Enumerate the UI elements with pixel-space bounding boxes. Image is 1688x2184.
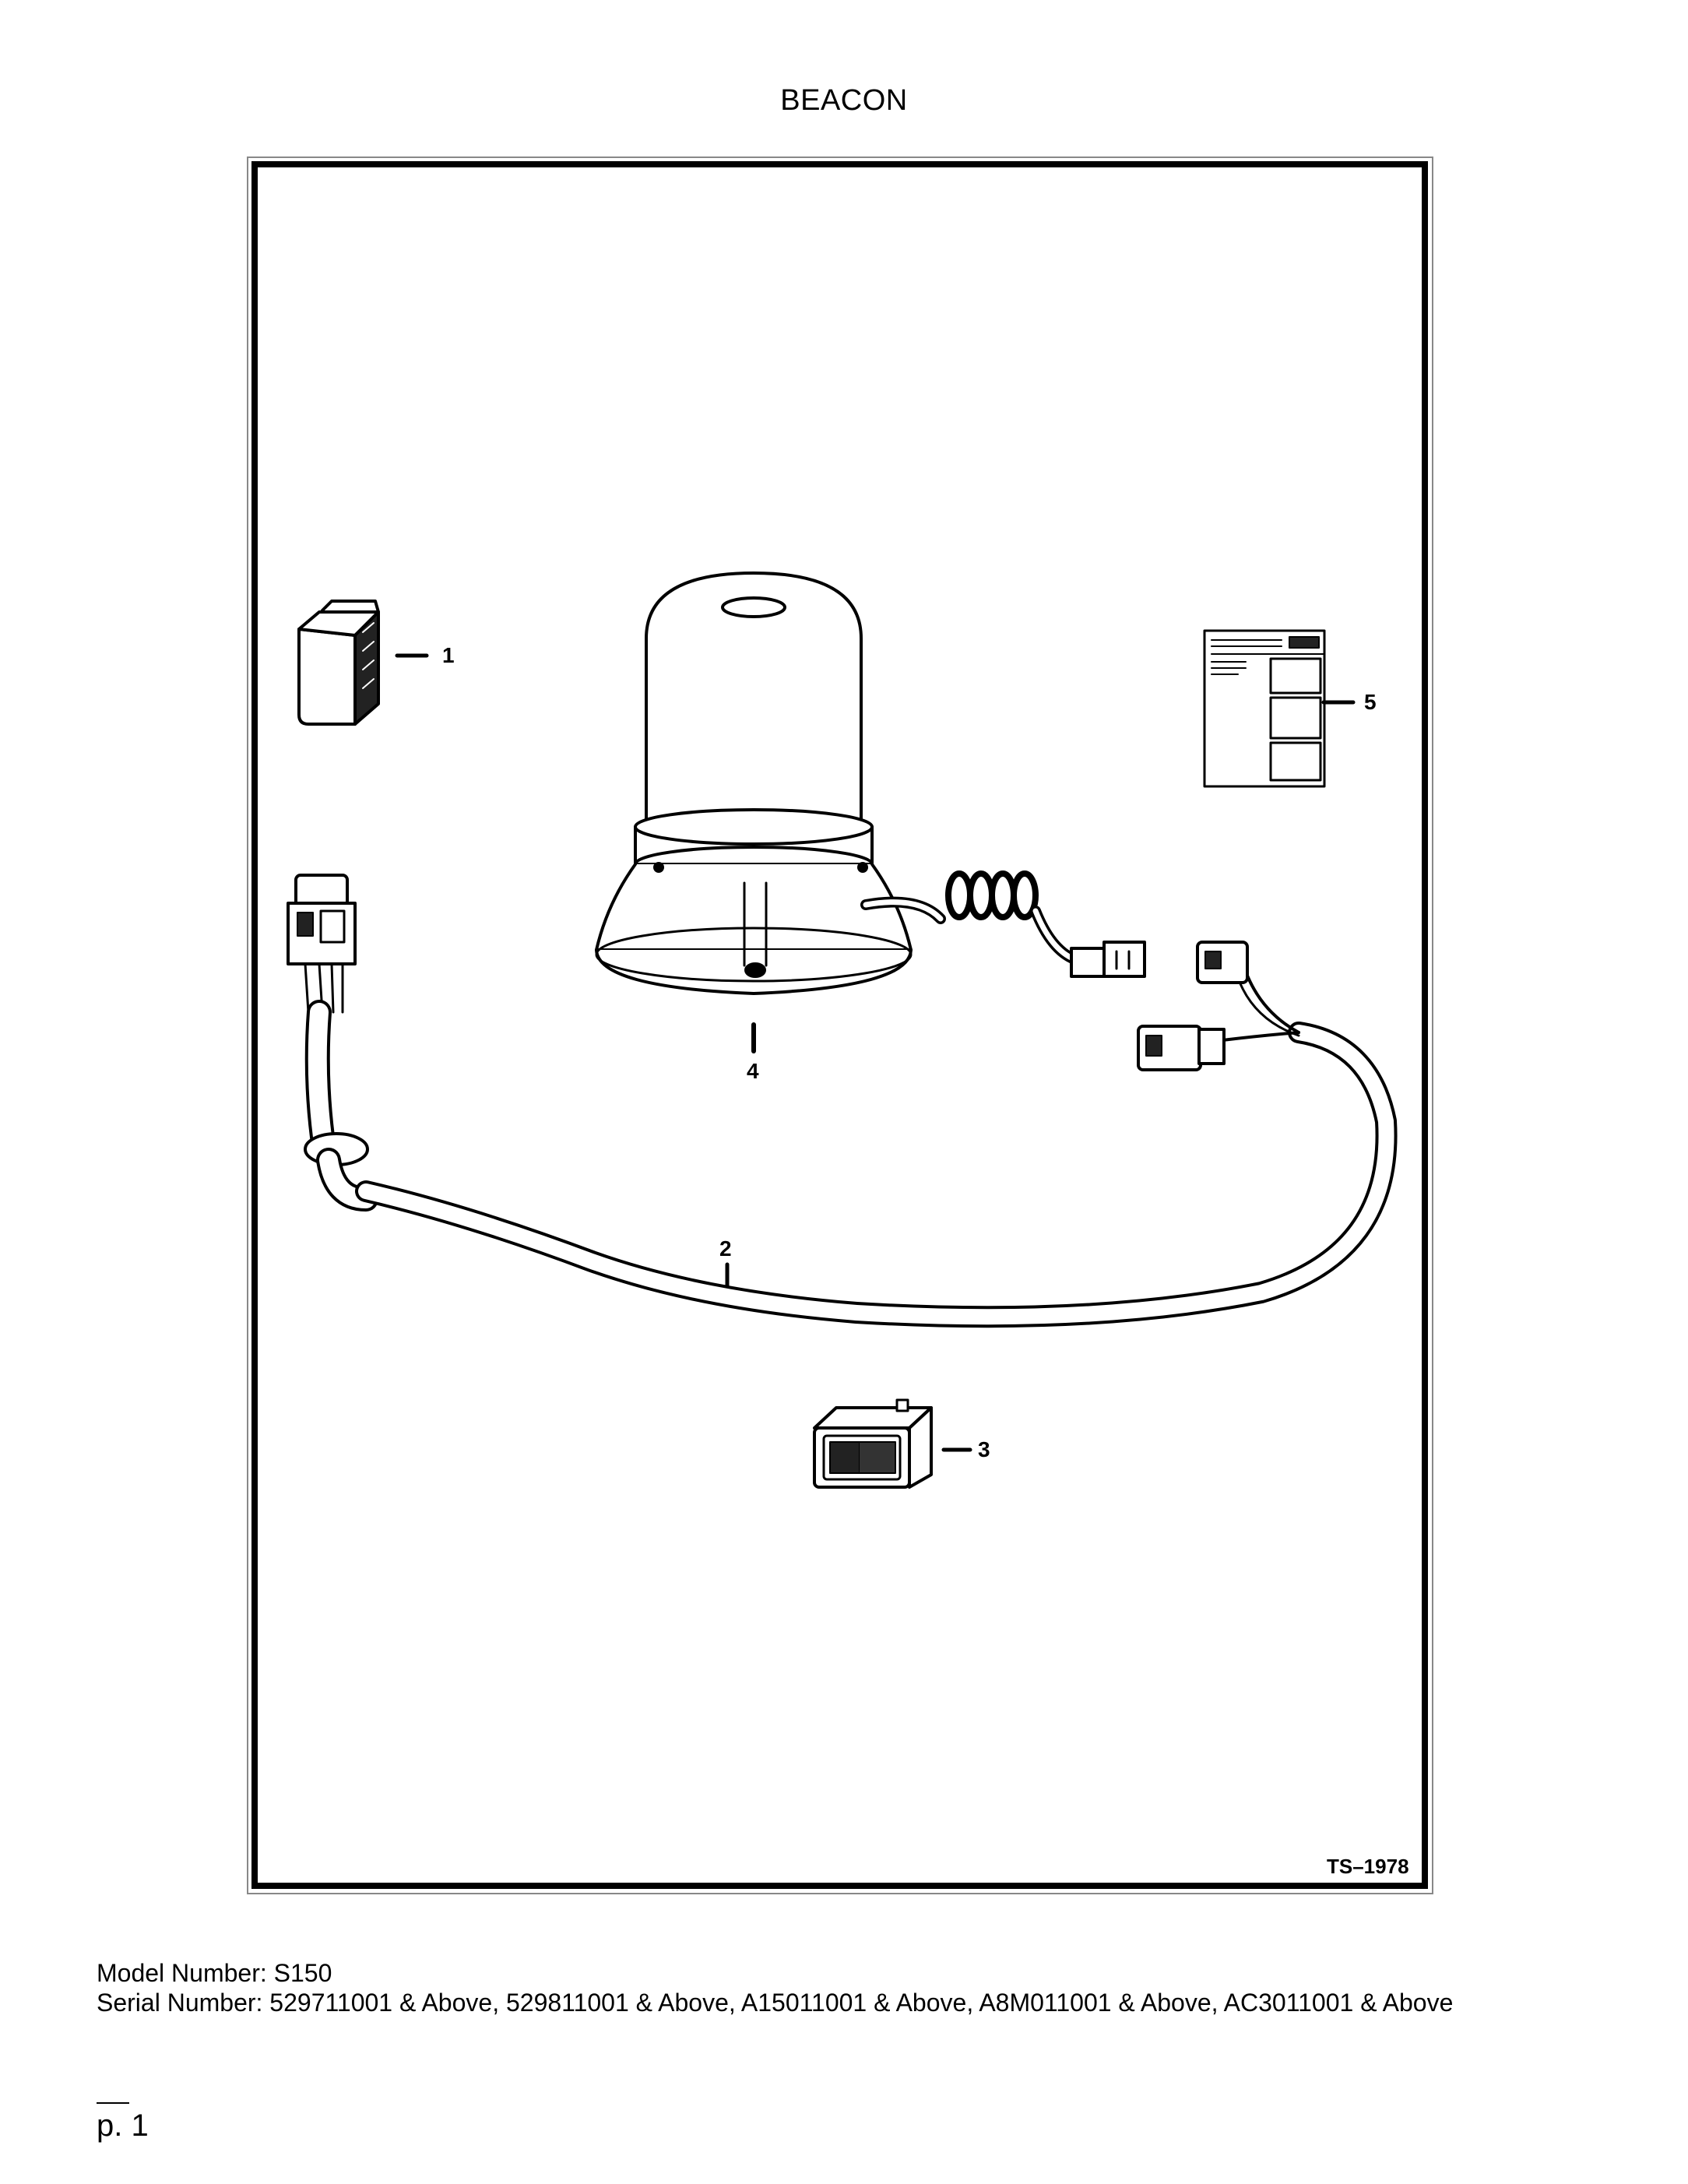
part-1-relay bbox=[297, 600, 429, 726]
callout-3: 3 bbox=[978, 1437, 990, 1461]
part-5-decal bbox=[1203, 629, 1356, 788]
page-title: BEACON bbox=[780, 84, 908, 117]
figure-frame bbox=[251, 161, 1428, 1889]
page-number: p. 1 bbox=[97, 2108, 149, 2143]
drawing-id: TS–1978 bbox=[1327, 1855, 1409, 1878]
beacon-cord bbox=[860, 870, 1146, 978]
model-number: Model Number: S150 bbox=[97, 1959, 332, 1987]
part-2-harness bbox=[287, 874, 1398, 1328]
footer-rule bbox=[97, 2102, 129, 2104]
part-3-switch bbox=[813, 1398, 972, 1489]
callout-2: 2 bbox=[719, 1236, 732, 1261]
figure-frame-outer bbox=[247, 157, 1433, 1894]
callout-1: 1 bbox=[442, 643, 455, 667]
part-4-beacon bbox=[595, 571, 913, 1053]
callout-5: 5 bbox=[1364, 690, 1377, 714]
serial-number: Serial Number: 529711001 & Above, 529811… bbox=[97, 1989, 1454, 2017]
callout-4: 4 bbox=[747, 1059, 759, 1083]
